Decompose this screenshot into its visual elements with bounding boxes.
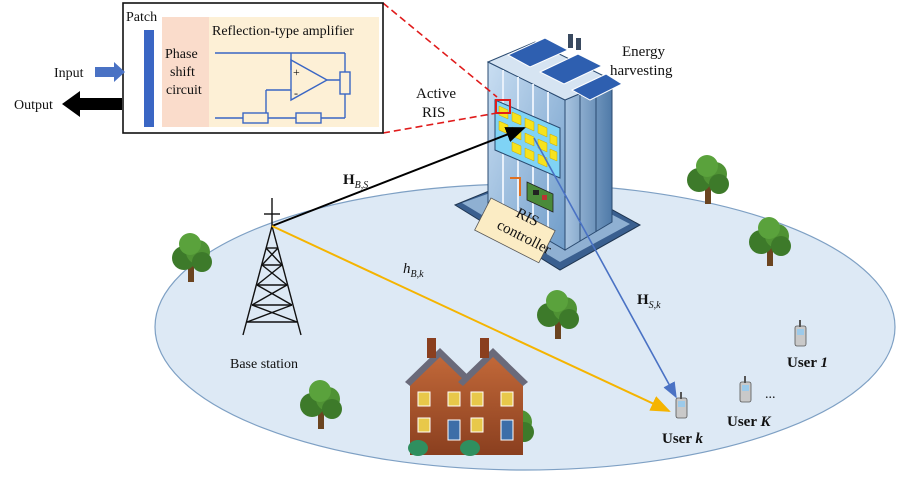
output-label: Output: [14, 98, 53, 113]
tree-icon: [749, 217, 791, 266]
active-ris-label-line2: RIS: [422, 105, 445, 121]
patch-bar: [144, 30, 154, 127]
tree-icon: [537, 290, 579, 339]
channel-label-h-bs: HB,S: [343, 172, 368, 191]
building-icon: [453, 34, 642, 271]
patch-label: Patch: [126, 10, 157, 25]
amplifier-circuit: [215, 52, 351, 124]
input-label: Input: [54, 66, 84, 81]
ris-element-highlight: [495, 99, 511, 114]
house-icon: [458, 338, 528, 456]
ris-controller-box: [474, 197, 556, 264]
base-station-label: Base station: [230, 357, 298, 372]
base-station-tower-icon: [242, 198, 302, 336]
phase-shift-label-line3: circuit: [166, 83, 202, 98]
tree-icon: [300, 380, 342, 429]
zoom-line-bottom: [382, 112, 498, 134]
energy-harvesting-label-line1: Energy: [622, 44, 666, 60]
user-k-label: User k: [662, 431, 703, 447]
link-bs-to-ris: [271, 127, 526, 227]
energy-harvesting-label-line2: harvesting: [610, 63, 673, 79]
phase-shift-label-line1: Phase: [165, 47, 198, 62]
tree-icon: [687, 155, 729, 204]
output-arrow-icon: [62, 91, 122, 117]
channel-label-h-sk: HS,k: [637, 292, 661, 311]
user-1-label: User 1: [787, 355, 828, 371]
channel-label-h-bk: hB,k: [403, 261, 424, 280]
user-big-k-label: User K: [727, 414, 771, 430]
phase-shift-box: [162, 17, 209, 127]
zoom-line-top: [382, 2, 498, 98]
phone-icon: [675, 392, 688, 419]
user-ellipsis: ...: [765, 387, 776, 402]
link-bs-to-user-k: [271, 225, 671, 412]
inset-panel: + -: [122, 2, 384, 134]
opamp-minus-sign: -: [294, 86, 298, 100]
active-ris-label-line1: Active: [416, 86, 456, 102]
tree-icon: [172, 233, 212, 282]
amplifier-label: Reflection-type amplifier: [212, 24, 354, 39]
opamp-plus-sign: +: [293, 65, 300, 79]
phone-icon: [794, 320, 807, 347]
link-ris-to-user-k: [533, 137, 677, 399]
phase-shift-label-line2: shift: [170, 65, 195, 80]
phone-icon: [739, 376, 752, 403]
input-arrow-icon: [95, 62, 125, 82]
